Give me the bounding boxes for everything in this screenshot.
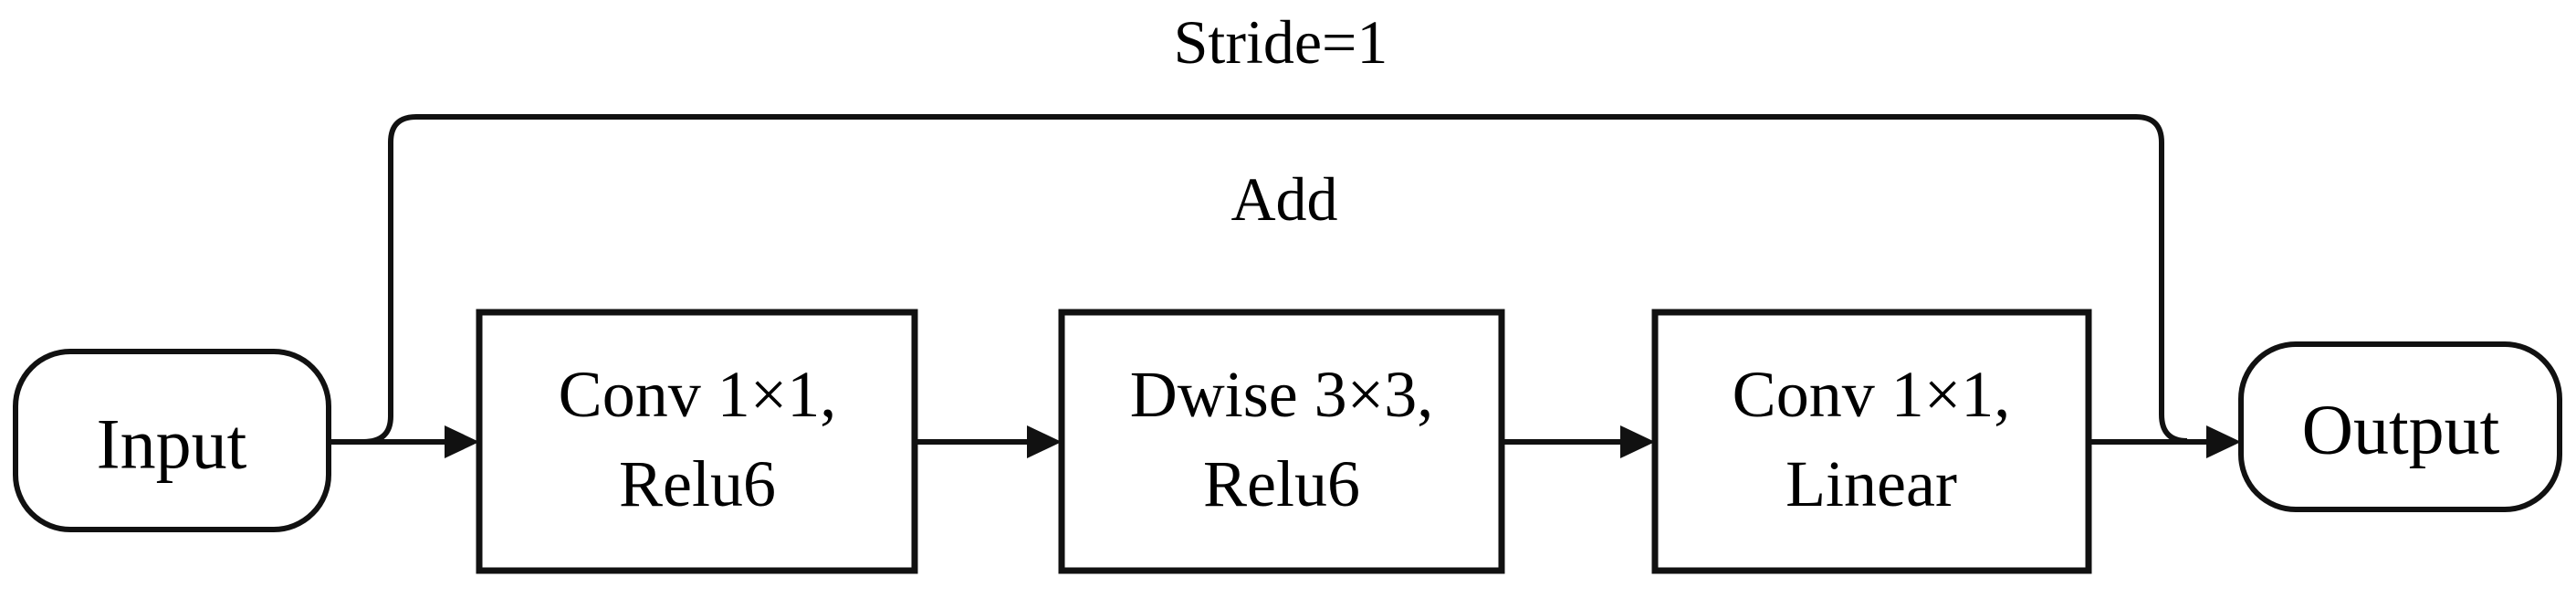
dwise-label-line1: Dwise 3×3, [1130, 358, 1434, 431]
output-node-label: Output [2302, 390, 2500, 469]
conv-project-block-shape [1651, 309, 2092, 574]
conv-project-label-line1: Conv 1×1, [1733, 358, 2011, 431]
add-annotation: Add [1230, 164, 1337, 234]
output-node-shape [2238, 341, 2562, 512]
stride-annotation: Stride=1 [1174, 7, 1388, 77]
arrowhead-into-dwise [1027, 425, 1062, 458]
input-node-label: Input [97, 404, 247, 484]
conv-expand-label-line1: Conv 1×1, [559, 358, 837, 431]
input-node-shape [13, 349, 331, 532]
dwise-block-shape [1058, 309, 1505, 574]
conv-expand-label-line2: Relu6 [619, 447, 776, 520]
skip-connection-line [362, 114, 2188, 445]
conv-project-block: Conv 1×1, Linear [1651, 309, 2092, 574]
dwise-block: Dwise 3×3, Relu6 [1058, 309, 1505, 574]
arrowhead-into-conv-expand [445, 425, 479, 458]
arrowhead-into-conv-project [1620, 425, 1655, 458]
output-node: Output [2238, 341, 2562, 512]
input-node: Input [13, 349, 331, 532]
arrowhead-into-output [2206, 425, 2241, 458]
conv-project-label-line2: Linear [1785, 447, 1957, 520]
dwise-label-line2: Relu6 [1203, 447, 1360, 520]
conv-expand-block: Conv 1×1, Relu6 [476, 309, 918, 574]
conv-expand-block-shape [476, 309, 918, 574]
